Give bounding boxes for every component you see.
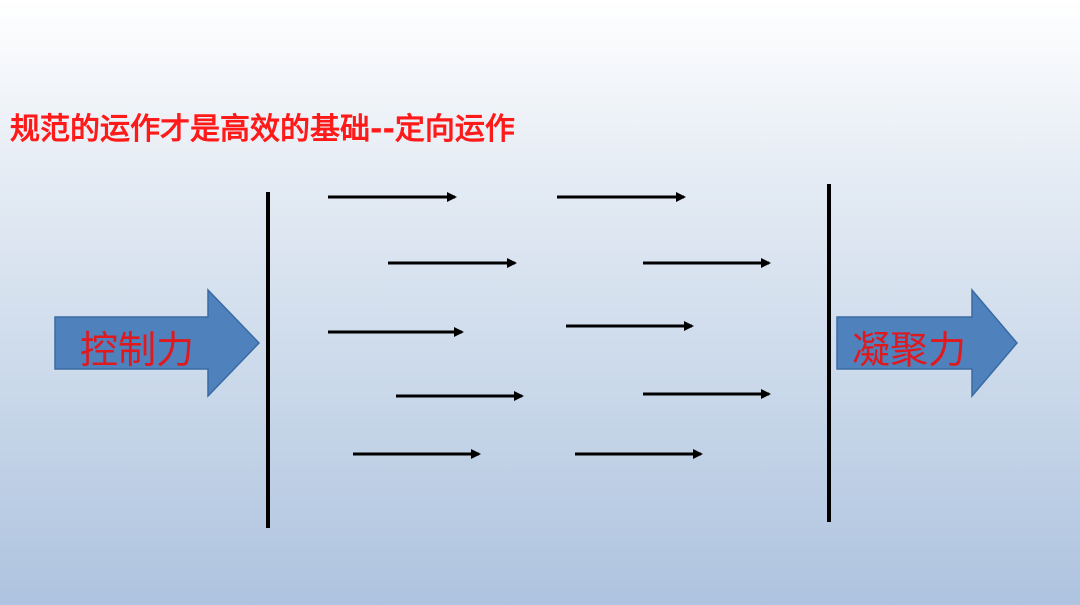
left-arrow-label: 控制力 xyxy=(80,328,195,372)
right-block-arrow xyxy=(836,287,1018,399)
left-block-arrow xyxy=(54,288,261,398)
slide-title: 规范的运作才是高效的基础--定向运作 xyxy=(10,112,515,147)
right-arrow-label: 凝聚力 xyxy=(852,328,967,372)
